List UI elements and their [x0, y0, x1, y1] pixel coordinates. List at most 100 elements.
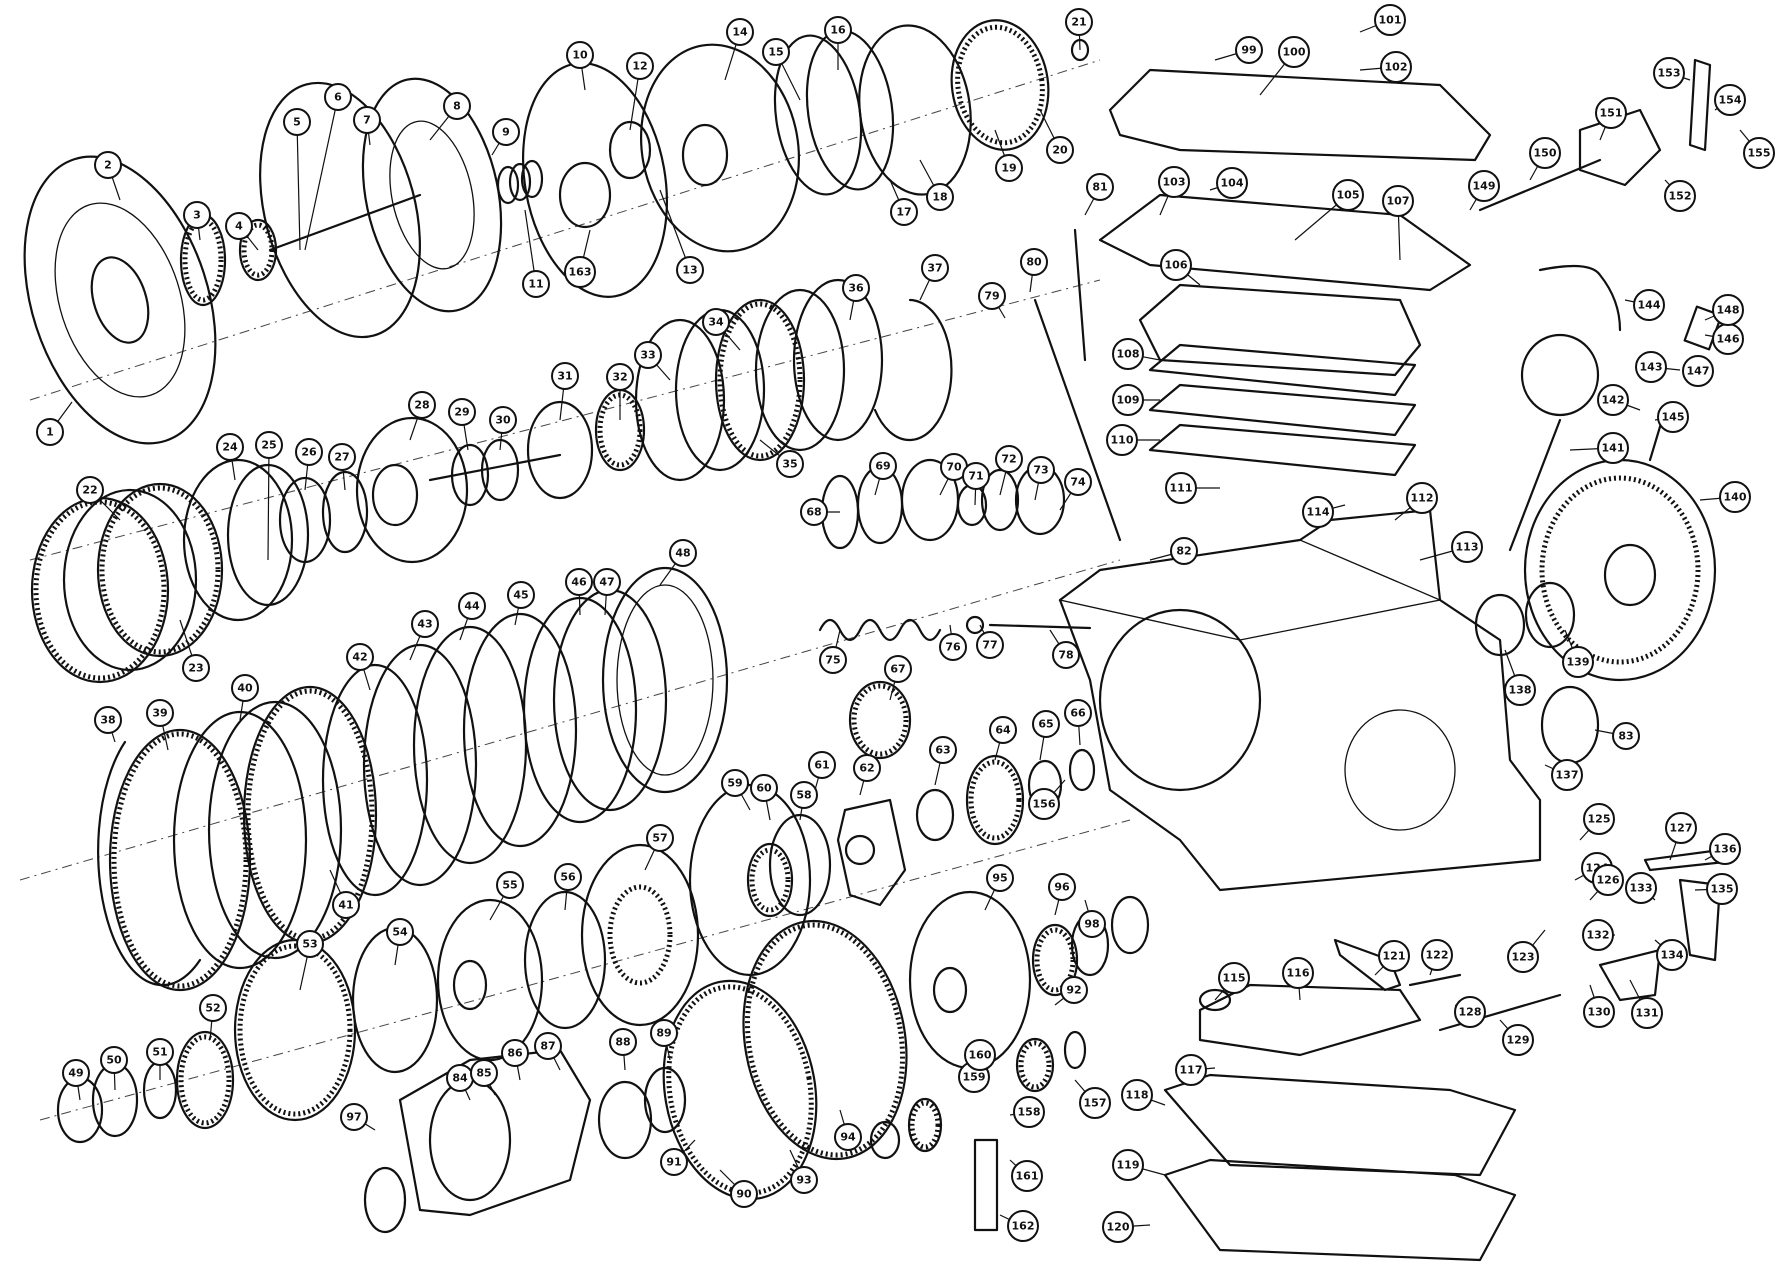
callout-18: 18: [919, 159, 954, 211]
callout-label: 38: [100, 714, 115, 727]
callout-bubble: [593, 568, 621, 596]
callout-bubble: [231, 674, 259, 702]
callout-bubble: [1562, 646, 1594, 678]
clutch-plates-stack-1-teeth: [33, 499, 167, 681]
callout-bubble: [1551, 759, 1583, 791]
callout-37: 37: [919, 254, 949, 301]
callout-79: 79: [978, 282, 1006, 319]
callout-bubble: [1595, 97, 1627, 129]
callout-bubble: [1378, 940, 1410, 972]
final-drive-gear-94-teeth: [744, 922, 906, 1158]
callout-54: 54: [386, 918, 414, 966]
callout-bubble: [926, 183, 954, 211]
callout-83: 83: [1594, 722, 1640, 750]
reaction-drum: [639, 43, 801, 253]
washer-77: [965, 615, 985, 635]
callout-label: 115: [1223, 972, 1246, 985]
callout-153: 153: [1653, 57, 1691, 89]
callout-bubble: [1382, 185, 1414, 217]
callout-75: 75: [819, 629, 847, 674]
callout-bubble: [842, 274, 870, 302]
callout-13: 13: [659, 189, 704, 284]
callout-label: 119: [1117, 1159, 1140, 1172]
callout-label: 154: [1719, 94, 1742, 107]
callout-2: 2: [94, 151, 122, 201]
callout-label: 53: [302, 938, 317, 951]
sun-gear-drum-57-teeth: [607, 884, 673, 986]
callout-bubble: [1332, 179, 1364, 211]
callout-bubble: [1664, 180, 1696, 212]
callout-50: 50: [100, 1046, 128, 1091]
oil-pan-119: [1163, 1158, 1517, 1262]
callout-bubble: [408, 391, 436, 419]
callout-114: 114: [1302, 496, 1346, 528]
callout-12: 12: [626, 52, 654, 131]
callout-bubble: [1583, 996, 1615, 1028]
callout-bubble: [386, 918, 414, 946]
callout-bubble: [1635, 351, 1667, 383]
callout-bubble: [1597, 432, 1629, 464]
callout-9: 9: [491, 118, 520, 156]
callout-label: 131: [1636, 1007, 1659, 1020]
callout-46: 46: [565, 568, 593, 616]
callout-label: 91: [666, 1156, 681, 1169]
callout-label: 12: [632, 60, 647, 73]
callout-label: 26: [301, 446, 317, 459]
pump-body-inner: [389, 120, 475, 270]
callout-63: 63: [929, 736, 957, 786]
callout-65: 65: [1032, 710, 1060, 761]
callout-48: 48: [659, 539, 697, 586]
callout-bubble: [496, 871, 524, 899]
callout-label: 143: [1640, 361, 1663, 374]
servo-assembly: [818, 458, 1092, 642]
callout-label: 98: [1084, 918, 1099, 931]
snap-ring-clutch: [226, 463, 310, 607]
callout-bubble: [1160, 249, 1192, 281]
callout-110: 110: [1106, 424, 1160, 456]
callout-label: 113: [1456, 541, 1479, 554]
callout-bubble: [1032, 710, 1060, 738]
clutch-disc-4: [754, 288, 846, 452]
callout-bubble: [1712, 294, 1744, 326]
thrust-washer-2: [608, 120, 652, 180]
callout-bubble: [1064, 468, 1092, 496]
callout-label: 102: [1385, 61, 1408, 74]
callout-78: 78: [1049, 629, 1080, 669]
callout-label: 100: [1283, 46, 1306, 59]
callout-bubble: [458, 592, 486, 620]
gear-52: [175, 1030, 235, 1130]
callout-bubble: [1421, 939, 1453, 971]
callout-bubble: [1079, 1087, 1111, 1119]
callout-bubble: [1112, 338, 1144, 370]
callout-label: 152: [1669, 190, 1692, 203]
callout-label: 112: [1411, 492, 1434, 505]
callout-label: 126: [1597, 874, 1620, 887]
idler-gear-67: [848, 680, 912, 760]
callout-11: 11: [522, 209, 550, 298]
callout-bubble: [790, 1166, 818, 1194]
callout-label: 40: [237, 682, 253, 695]
callout-label: 134: [1661, 949, 1684, 962]
callout-19: 19: [994, 129, 1023, 182]
callout-56: 56: [554, 863, 582, 911]
gear-52-teeth: [178, 1034, 232, 1126]
callout-label: 21: [1071, 16, 1086, 29]
callout-label: 22: [82, 484, 97, 497]
callout-bubble: [346, 643, 374, 671]
pinion-64: [965, 754, 1025, 846]
callout-bubble: [1583, 803, 1615, 835]
callout-bubble: [1706, 873, 1738, 905]
callout-bubble: [976, 631, 1004, 659]
callout-bubble: [522, 270, 550, 298]
planetary-carrier-55-hub: [452, 959, 488, 1011]
callout-label: 61: [814, 759, 829, 772]
clutch-drum-dark-teeth: [955, 24, 1045, 146]
race-99: [1110, 895, 1150, 955]
callout-label: 130: [1588, 1006, 1611, 1019]
callout-label: 52: [205, 1002, 220, 1015]
torque-converter-140-hub: [1603, 543, 1657, 607]
callout-label: 158: [1018, 1106, 1041, 1119]
clutch-disc-5: [792, 278, 884, 442]
piston-48: [601, 566, 729, 794]
